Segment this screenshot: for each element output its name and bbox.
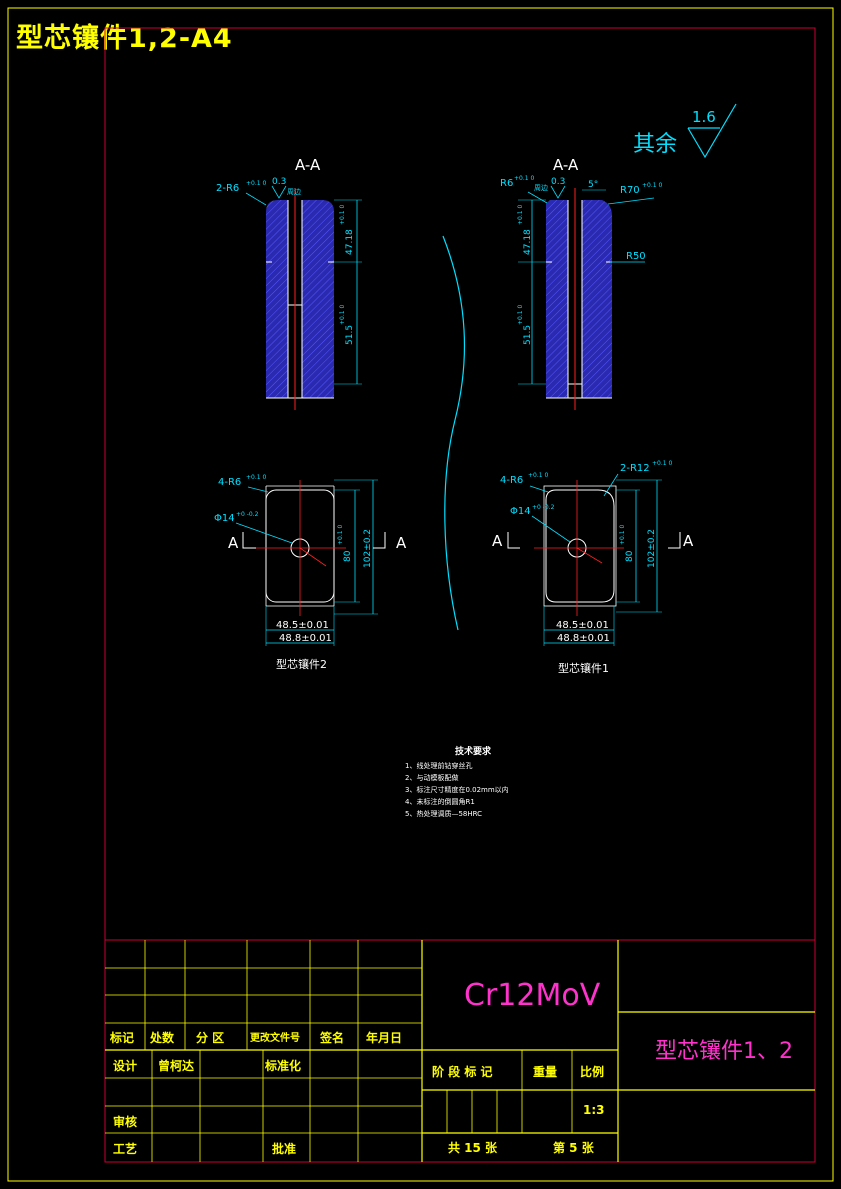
right-plan-fillet2: 2-R12 xyxy=(620,463,650,474)
label-stage: 阶 段 标 记 xyxy=(432,1064,493,1079)
right-dim-inner-w: 48.5±0.01 xyxy=(556,620,609,631)
roughness-label: 其余 xyxy=(633,132,677,157)
left-dim-outer-h: 102±0.2 xyxy=(363,529,373,568)
sheet-number: 第 5 张 xyxy=(553,1140,595,1155)
label-standard: 标准化 xyxy=(264,1058,301,1073)
left-dim-inner-h: 80 xyxy=(343,550,353,562)
right-cut-a-left: A xyxy=(492,532,503,550)
right-dim-outer-w: 48.8±0.01 xyxy=(557,633,610,644)
left-section-view: A-A 2-R6 +0.1 0 0.3 周边 47.18 +0.1 0 51.5… xyxy=(216,156,362,410)
label-mark: 标记 xyxy=(109,1030,134,1045)
label-signature: 签名 xyxy=(319,1030,344,1045)
left-dim-upper-tol: +0.1 0 xyxy=(339,205,346,225)
right-r50: R50 xyxy=(626,251,646,262)
note-item-5: 5、热处理调质—58HRC xyxy=(405,809,482,818)
left-dim-inner-h-tol: +0.1 0 xyxy=(337,525,344,545)
right-plan-fillet: 4-R6 xyxy=(500,475,523,486)
left-surround: 周边 xyxy=(287,187,301,196)
left-section-label: A-A xyxy=(295,156,321,174)
label-review: 审核 xyxy=(113,1114,137,1129)
right-dim-inner-h-tol: +0.1 0 xyxy=(619,525,626,545)
right-part-name: 型芯镶件1 xyxy=(558,661,609,675)
left-part-name: 型芯镶件2 xyxy=(276,657,327,671)
notes-heading: 技术要求 xyxy=(455,745,492,757)
label-date: 年月日 xyxy=(366,1030,402,1045)
right-dim-upper: 47.18 xyxy=(523,229,533,255)
right-surround: 周边 xyxy=(534,183,548,192)
outer-frame xyxy=(7,7,834,1182)
note-item-1: 1、线处理前钻穿丝孔 xyxy=(405,761,472,770)
left-hole-tol: +0 -0.2 xyxy=(236,511,259,518)
left-dim-lower: 51.5 xyxy=(345,325,355,345)
right-dim-upper-tol: +0.1 0 xyxy=(517,205,524,225)
right-cut-a-right: A xyxy=(683,532,694,550)
left-fillet-tol: +0.1 0 xyxy=(246,180,266,187)
right-roughness: 0.3 xyxy=(551,177,565,187)
right-fillet-tol: +0.1 0 xyxy=(514,175,534,182)
left-roughness: 0.3 xyxy=(272,177,286,187)
technical-notes: 技术要求 1、线处理前钻穿丝孔 2、与动模板配做 3、标注尺寸精度在0.02mm… xyxy=(405,745,509,818)
left-plan-fillet: 4-R6 xyxy=(218,477,241,488)
right-fillet-r70: R70 xyxy=(620,185,640,196)
left-cut-a-left: A xyxy=(228,534,239,552)
right-dim-outer-h: 102±0.2 xyxy=(647,529,657,568)
right-plan-fillet2-tol: +0.1 0 xyxy=(652,460,672,467)
left-dim-upper: 47.18 xyxy=(345,229,355,255)
left-fillet-top: 2-R6 xyxy=(216,183,239,194)
right-dim-lower-tol: +0.1 0 xyxy=(517,305,524,325)
right-hole: Φ14 xyxy=(510,506,531,517)
label-weight: 重量 xyxy=(533,1064,557,1079)
right-section-label: A-A xyxy=(553,156,579,174)
left-dim-inner-w: 48.5±0.01 xyxy=(276,620,329,631)
right-section-view: A-A R6 +0.1 0 周边 0.3 5° R70 +0.1 0 R50 4… xyxy=(500,156,662,410)
note-item-3: 3、标注尺寸精度在0.02mm以内 xyxy=(405,785,509,794)
label-approve: 批准 xyxy=(272,1141,296,1156)
label-scale: 比例 xyxy=(580,1064,604,1079)
note-item-2: 2、与动模板配做 xyxy=(405,773,458,782)
left-dim-lower-tol: +0.1 0 xyxy=(339,305,346,325)
left-hole: Φ14 xyxy=(214,513,235,524)
right-dim-inner-h: 80 xyxy=(625,550,635,562)
label-process: 工艺 xyxy=(113,1141,137,1156)
label-change-doc: 更改文件号 xyxy=(250,1031,300,1044)
title-block: Cr12MoV 型芯镶件1、2 标记 处数 分 区 更改文件号 签名 年月日 设… xyxy=(104,939,816,1163)
right-plan-fillet-tol: +0.1 0 xyxy=(528,472,548,479)
left-dim-outer-w: 48.8±0.01 xyxy=(279,633,332,644)
note-item-4: 4、未标注的倒圆角R1 xyxy=(405,797,475,806)
left-cut-a-right: A xyxy=(396,534,407,552)
inner-frame xyxy=(104,27,816,1163)
left-plan-fillet-tol: +0.1 0 xyxy=(246,474,266,481)
designer-name: 曾柯达 xyxy=(158,1058,194,1073)
right-dim-lower: 51.5 xyxy=(523,325,533,345)
label-zone: 分 区 xyxy=(196,1030,224,1045)
left-plan-view: 4-R6 +0.1 0 Φ14 +0 -0.2 80 +0.1 0 102±0.… xyxy=(214,474,407,671)
right-hole-tol: +0 -0.2 xyxy=(532,504,555,511)
right-plan-view: 4-R6 +0.1 0 2-R12 +0.1 0 Φ14 +0 -0.2 80 … xyxy=(492,460,694,675)
material: Cr12MoV xyxy=(464,978,601,1013)
roughness-value: 1.6 xyxy=(692,108,716,126)
label-design: 设计 xyxy=(113,1058,137,1073)
right-fillet-top: R6 xyxy=(500,178,513,189)
roughness-symbol: 其余 1.6 xyxy=(633,103,737,159)
right-angle: 5° xyxy=(588,180,598,190)
part-name: 型芯镶件1、2 xyxy=(655,1039,793,1064)
scale-value: 1:3 xyxy=(583,1103,605,1117)
label-count: 处数 xyxy=(149,1030,175,1045)
right-fillet-r70-tol: +0.1 0 xyxy=(642,182,662,189)
total-sheets: 共 15 张 xyxy=(448,1140,498,1155)
break-line xyxy=(442,235,466,631)
